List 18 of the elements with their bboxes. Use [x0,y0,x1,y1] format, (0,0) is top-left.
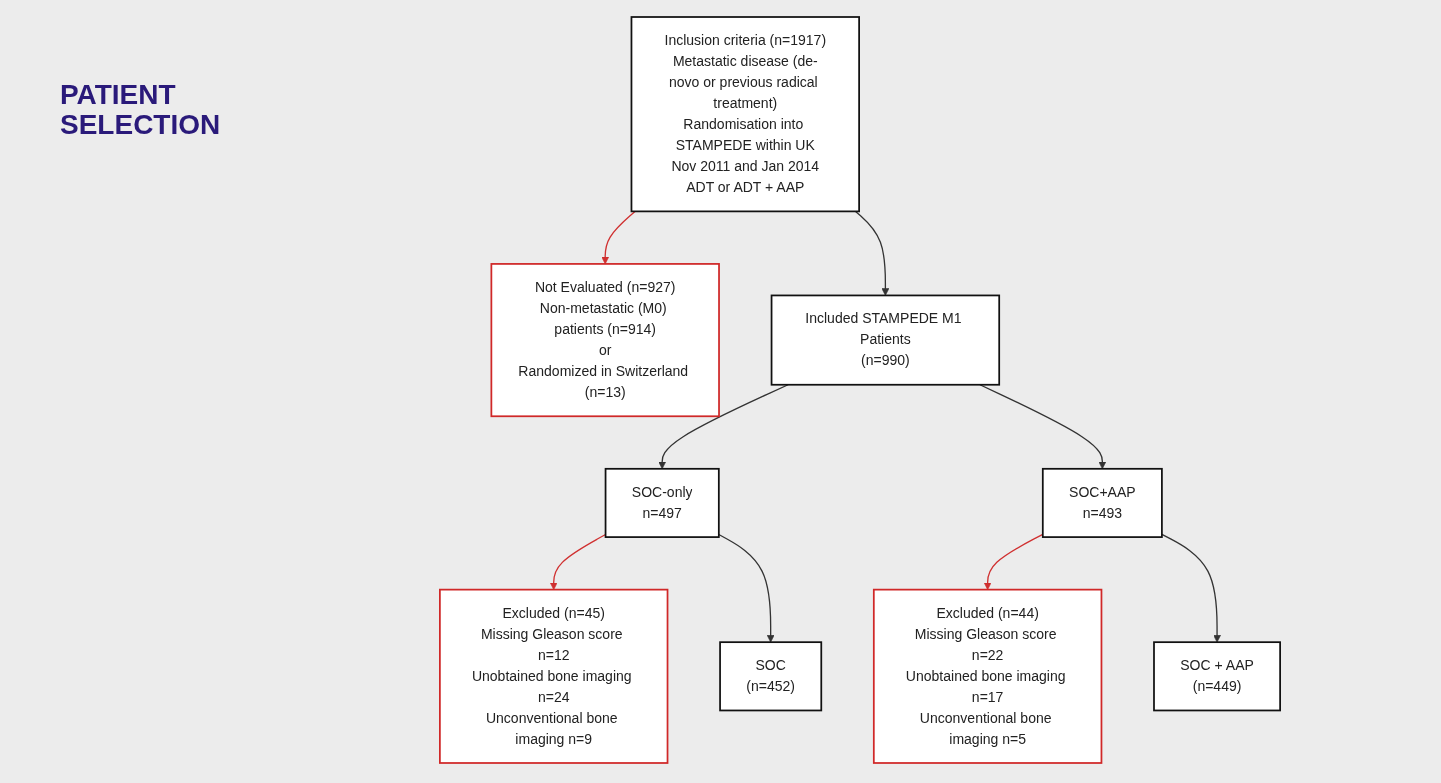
arrow [979,384,1107,470]
node-box: SOC (n=452) [719,641,823,712]
node-box: Excluded (n=45) Missing Gleason score n=12 Unobtained bone imaging n=24 Unconventional bone imaging n=9 [439,588,669,764]
node-box: Excluded (n=44) Missing Gleason score n=22 Unobtained bone imaging n=17 Unconventional bone imaging n=5 [872,588,1103,764]
node-box: Included STAMPEDE M1 Patients (n=990) [770,294,1001,386]
arrow [601,210,636,265]
arrow [718,533,775,643]
node-box: Not Evaluated (n=927) Non-metastatic (M0) patients (n=914) or Randomized in Switzerland (n=13) [490,263,720,418]
arrow [854,210,890,296]
node-box: SOC + AAP (n=449) [1153,641,1281,712]
node-box: SOC+AAP n=493 [1041,467,1163,538]
arrow [983,533,1044,590]
diagram-title: PATIENT SELECTION [60,80,222,140]
arrow [549,533,607,590]
node-box: Inclusion criteria (n=1917) Metastatic disease (de-novo or previous radical treatment) Randomisation into STAMPEDE within UK Nov 2011 and Jan 2014 ADT or ADT + AAP [630,16,860,213]
arrow [1161,533,1221,643]
arrow [658,384,789,470]
node-box: SOC-only n=497 [604,467,720,538]
